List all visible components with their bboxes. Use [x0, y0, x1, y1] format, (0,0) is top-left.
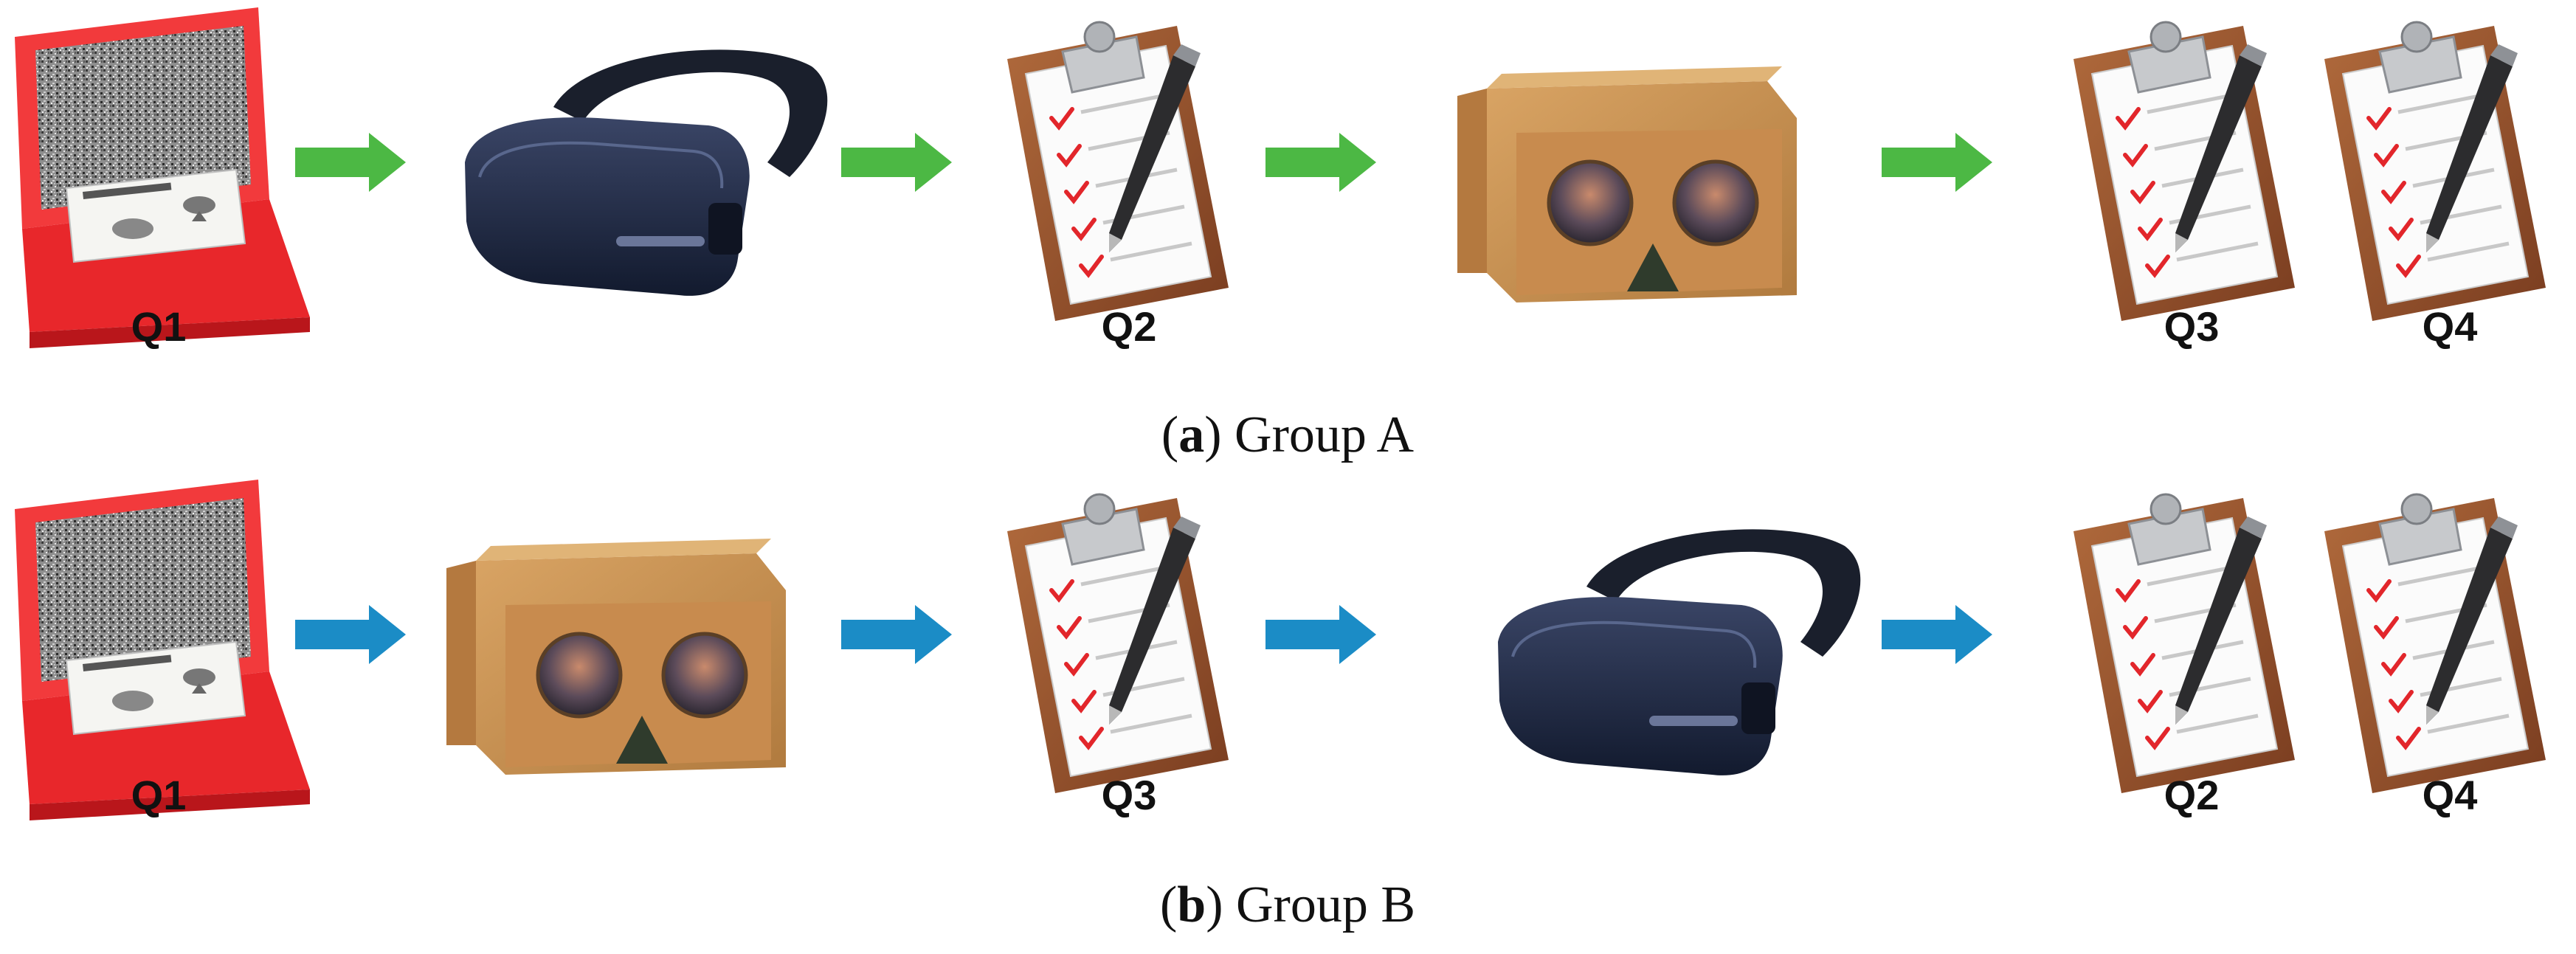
stereo-test-laptop-icon: [15, 7, 310, 348]
step-label: Q4: [2422, 772, 2478, 818]
group-a-caption: (a) Group A: [1161, 407, 1415, 463]
caption-text: Group A: [1235, 407, 1415, 463]
gear-vr-headset-icon: [465, 49, 828, 296]
group-b-caption: (b) Group B: [1159, 877, 1416, 933]
arrow-right-icon: [295, 605, 406, 664]
clipboard-questionnaire-icon: [1007, 21, 1229, 321]
step-label: Q1: [131, 303, 187, 350]
gear-vr-headset-icon: [1498, 529, 1861, 775]
arrow-right-icon: [1882, 605, 1992, 664]
caption-text: Group B: [1236, 877, 1416, 933]
clipboard-questionnaire-icon: [1007, 493, 1229, 793]
step-label: Q3: [1101, 772, 1157, 818]
arrow-right-icon: [1265, 605, 1376, 664]
caption-letter: a: [1178, 407, 1205, 463]
arrow-right-icon: [1882, 133, 1992, 192]
step-label: Q3: [2164, 303, 2220, 350]
step-label: Q1: [131, 772, 187, 818]
clipboard-questionnaire-icon: [2073, 493, 2295, 793]
arrow-right-icon: [841, 133, 952, 192]
arrow-right-icon: [1265, 133, 1376, 192]
arrow-right-icon: [295, 133, 406, 192]
step-label: Q2: [1101, 303, 1157, 350]
arrow-right-icon: [841, 605, 952, 664]
cardboard-viewer-icon: [446, 539, 786, 775]
stereo-test-laptop-icon: [15, 480, 310, 820]
caption-letter: b: [1177, 877, 1206, 933]
clipboard-questionnaire-icon: [2324, 493, 2546, 793]
cardboard-viewer-icon: [1457, 66, 1797, 303]
step-label: Q2: [2164, 772, 2220, 818]
clipboard-questionnaire-icon: [2324, 21, 2546, 321]
clipboard-questionnaire-icon: [2073, 21, 2295, 321]
step-label: Q4: [2422, 303, 2478, 350]
